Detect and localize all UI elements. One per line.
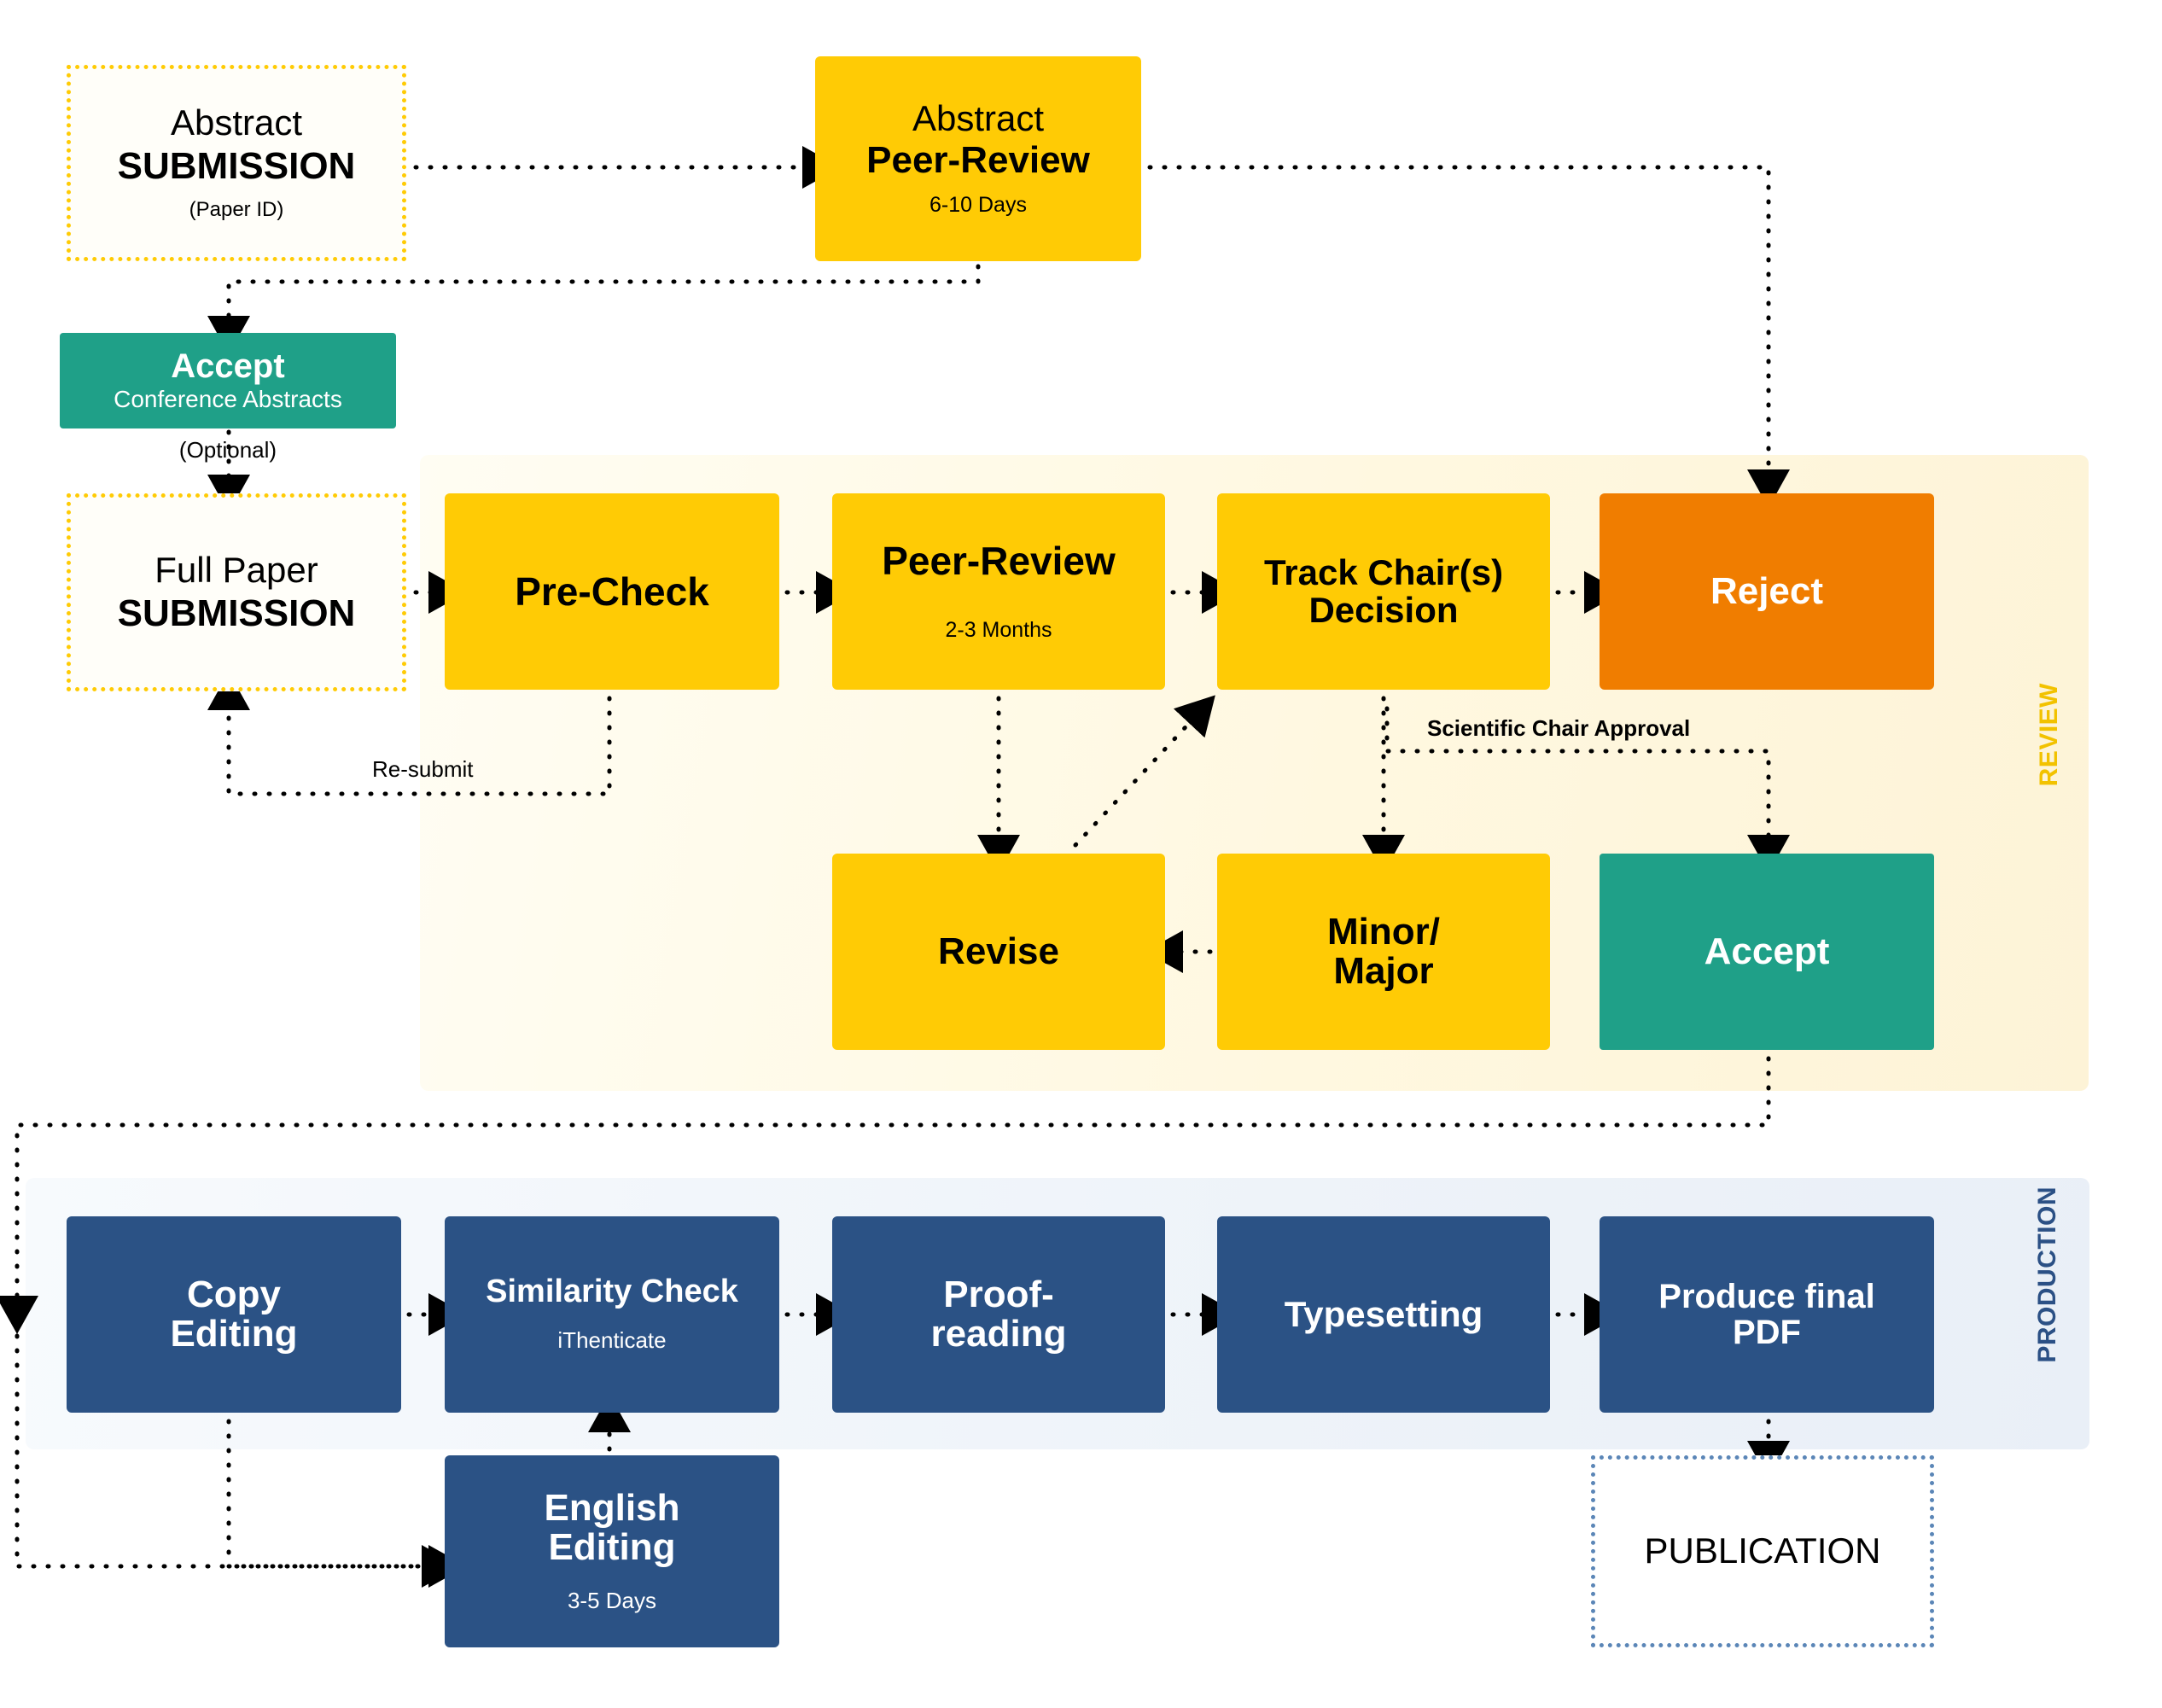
peer-review-label: Peer-Review	[882, 539, 1116, 584]
node-full-paper-submission[interactable]: Full Paper SUBMISSION	[67, 493, 406, 691]
track-chair-label: Track Chair(s)Decision	[1263, 551, 1504, 630]
abstract-peer-review-duration: 6-10 Days	[929, 192, 1027, 217]
similarity-check-tool: iThenticate	[557, 1327, 667, 1354]
node-accept-conference-abstracts[interactable]: Accept Conference Abstracts	[60, 333, 396, 428]
node-reject[interactable]: Reject	[1600, 493, 1934, 690]
review-band-label: REVIEW	[2035, 683, 2063, 787]
typesetting-label: Typesetting	[1284, 1293, 1483, 1334]
edge-peer-review-to-reject	[1147, 165, 1790, 508]
production-band-label: PRODUCTION	[2033, 1186, 2061, 1363]
re-submit-label: Re-submit	[372, 756, 474, 782]
optional-edge-label: (Optional)	[178, 437, 277, 463]
node-proof-reading[interactable]: Proof-reading	[832, 1216, 1165, 1413]
abstract-submission-sub: (Paper ID)	[189, 198, 284, 222]
abstract-submission-line2: SUBMISSION	[117, 144, 356, 187]
abstract-peer-review-line2: Peer-Review	[866, 139, 1090, 182]
node-typesetting[interactable]: Typesetting	[1217, 1216, 1550, 1413]
accept-label: Accept	[1704, 930, 1830, 972]
abstract-submission-line1: Abstract	[170, 102, 303, 143]
node-accept[interactable]: Accept	[1600, 854, 1934, 1050]
similarity-check-label: Similarity Check	[486, 1273, 738, 1309]
publication-label: PUBLICATION	[1644, 1530, 1881, 1571]
accept-abstracts-title: Accept	[171, 347, 285, 385]
peer-review-duration: 2-3 Months	[945, 617, 1052, 642]
reject-label: Reject	[1710, 569, 1824, 612]
node-minor-major[interactable]: Minor/Major	[1217, 854, 1550, 1050]
node-track-chair-decision[interactable]: Track Chair(s)Decision	[1217, 493, 1550, 690]
node-similarity-check[interactable]: Similarity Check iThenticate	[445, 1216, 779, 1413]
node-publication[interactable]: PUBLICATION	[1591, 1455, 1934, 1647]
node-abstract-submission[interactable]: Abstract SUBMISSION (Paper ID)	[67, 65, 406, 261]
scientific-chair-approval-label: Scientific Chair Approval	[1427, 715, 1691, 741]
accept-abstracts-sub: Conference Abstracts	[114, 386, 342, 412]
node-revise[interactable]: Revise	[832, 854, 1165, 1050]
revise-label: Revise	[938, 930, 1059, 972]
minor-major-label: Minor/Major	[1327, 910, 1440, 992]
node-abstract-peer-review[interactable]: Abstract Peer-Review 6-10 Days	[815, 56, 1141, 261]
full-paper-submission-line1: Full Paper	[154, 549, 318, 590]
edge-peer-review-to-accept-abstracts	[207, 264, 981, 354]
proof-reading-label: Proof-reading	[930, 1273, 1067, 1355]
node-pre-check[interactable]: Pre-Check	[445, 493, 779, 690]
pre-check-label: Pre-Check	[515, 568, 709, 614]
english-editing-duration: 3-5 Days	[567, 1588, 657, 1614]
abstract-peer-review-line1: Abstract	[912, 98, 1045, 139]
node-peer-review[interactable]: Peer-Review 2-3 Months	[832, 493, 1165, 690]
full-paper-submission-line2: SUBMISSION	[117, 592, 356, 634]
